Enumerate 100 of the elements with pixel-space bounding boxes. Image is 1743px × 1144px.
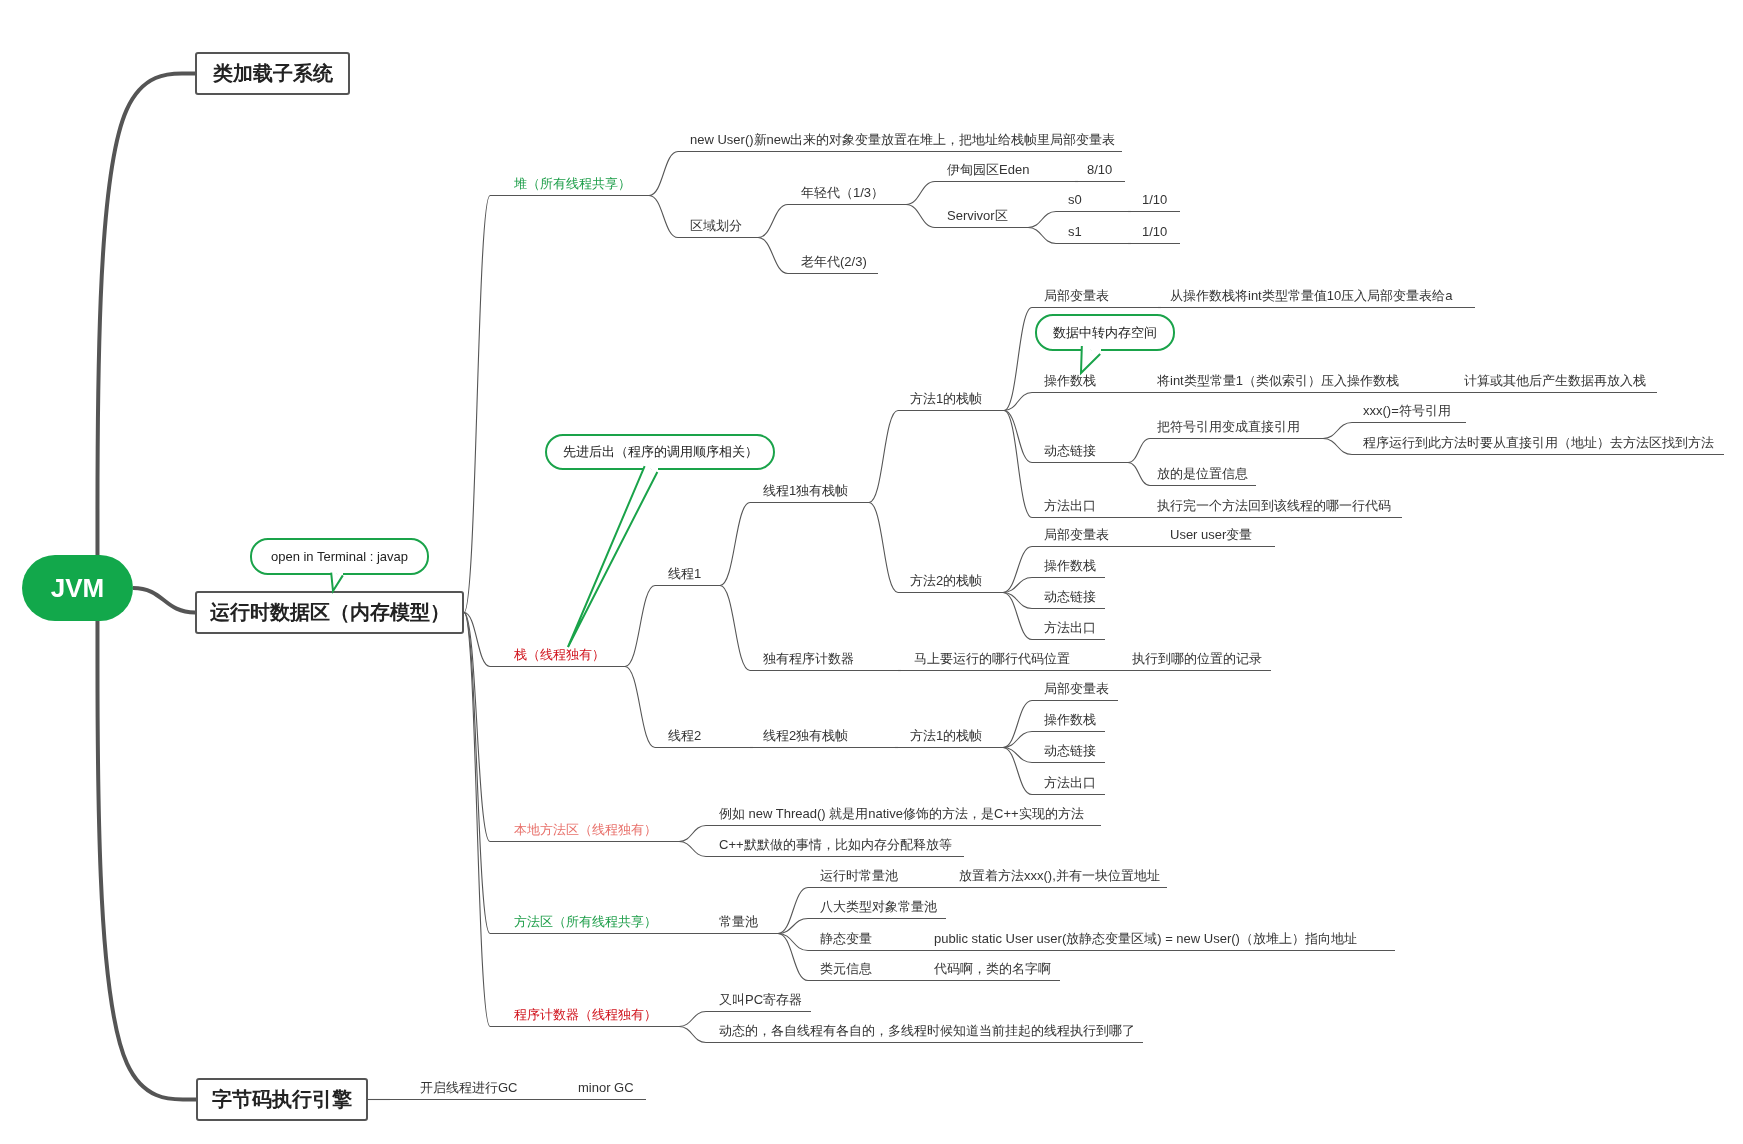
subtopic: 将int类型常量1（类似索引）压入操作数栈	[1148, 373, 1452, 393]
branch-line	[463, 611, 491, 843]
branch-line	[1027, 210, 1057, 229]
callout-bubble: open in Terminal : javap	[250, 538, 429, 575]
branch-line	[648, 150, 679, 197]
subtopic: public static User user(放静态变量区域) = new User()（放堆上）指向地址	[925, 931, 1395, 951]
subtopic: 独有程序计数器	[750, 651, 898, 671]
branch-line	[463, 611, 491, 668]
subtopic: 动态链接	[1032, 443, 1128, 463]
subtopic: 执行完一个方法回到该线程的哪一行代码	[1148, 498, 1402, 518]
subtopic: 方法出口	[1032, 775, 1105, 795]
callout-bubble: 先进后出（程序的调用顺序相关）	[545, 434, 775, 470]
branch-line	[868, 409, 899, 504]
subtopic: 1/10	[1131, 224, 1180, 244]
branch-line	[1002, 730, 1033, 749]
branch-line	[132, 586, 196, 615]
subtopic: 方法出口	[1032, 498, 1146, 518]
branch-line	[624, 584, 656, 668]
branch-line	[777, 932, 809, 982]
subtopic: 局部变量表	[1032, 527, 1158, 547]
branch-line	[678, 840, 707, 858]
branch-line	[1003, 409, 1033, 519]
branch-line	[1003, 306, 1033, 412]
branch-line	[719, 584, 751, 672]
subtopic: 1/10	[1131, 192, 1180, 212]
subtopic: 动态链接	[1032, 743, 1105, 763]
main-topic: 类加载子系统	[195, 52, 350, 95]
subtopic: 方法1的栈帧	[898, 728, 1003, 748]
subtopic: 开启线程进行GC	[390, 1080, 566, 1100]
branch-line	[1003, 409, 1033, 464]
subtopic: 放置着方法xxx(),并有一块位置地址	[949, 868, 1167, 888]
branch-line	[1127, 242, 1132, 245]
branch-line	[868, 501, 899, 594]
branch-line	[95, 71, 195, 555]
branch-line	[719, 501, 751, 587]
subtopic: 伊甸园区Eden	[935, 162, 1075, 182]
branch-line	[678, 1025, 707, 1044]
branch-line	[905, 203, 936, 229]
callout-pointer	[567, 465, 659, 648]
subtopic: 程序运行到此方法时要从直接引用（地址）去方法区找到方法	[1352, 435, 1724, 455]
subtopic: 局部变量表	[1032, 288, 1158, 308]
subtopic: 区域划分	[678, 218, 758, 238]
subtopic: 放的是位置信息	[1150, 466, 1256, 486]
branch-line	[757, 203, 789, 239]
subtopic: 年轻代（1/3）	[788, 185, 906, 205]
callout-bubble: 数据中转内存空间	[1035, 314, 1175, 351]
branch-line	[367, 1098, 391, 1101]
subtopic: 方法区（所有线程共享）	[490, 914, 705, 934]
subtopic: 方法1的栈帧	[898, 391, 1004, 411]
branch-line	[704, 932, 708, 935]
branch-line	[624, 665, 656, 749]
branch-line	[1157, 306, 1162, 309]
subtopic: 操作数栈	[1032, 558, 1105, 578]
subtopic: 例如 new Thread() 就是用native修饰的方法，是C++实现的方法	[706, 806, 1101, 826]
subtopic: 运行时常量池	[808, 868, 947, 888]
branch-line	[1145, 516, 1149, 519]
main-topic: 字节码执行引擎	[196, 1078, 368, 1121]
branch-line	[1127, 210, 1132, 213]
subtopic: xxx()=符号引用	[1352, 403, 1466, 423]
branch-line	[565, 1098, 569, 1101]
subtopic: 动态的，各自线程有各自的，多线程时候知道当前挂起的线程执行到哪了	[706, 1023, 1143, 1043]
main-topic: 运行时数据区（内存模型）	[195, 591, 464, 634]
branch-line	[1002, 545, 1033, 594]
branch-line	[923, 979, 926, 982]
subtopic: 线程1	[655, 566, 720, 586]
subtopic: 八大类型对象常量池	[808, 899, 946, 919]
subtopic: 程序计数器（线程独有）	[490, 1007, 679, 1027]
subtopic: 线程2独有栈帧	[753, 728, 895, 748]
subtopic: 动态链接	[1032, 589, 1105, 609]
branch-line	[1127, 437, 1151, 464]
branch-line	[777, 886, 809, 935]
branch-line	[1074, 180, 1079, 183]
branch-line	[678, 824, 707, 843]
subtopic: 8/10	[1078, 162, 1125, 182]
subtopic: 计算或其他后产生数据再放入栈	[1454, 373, 1657, 393]
subtopic: C++默默做的事情，比如内存分配释放等	[706, 837, 964, 857]
subtopic: 本地方法区（线程独有）	[490, 822, 679, 842]
subtopic: s1	[1056, 224, 1128, 244]
branch-line	[1322, 437, 1353, 456]
subtopic: 又叫PC寄存器	[706, 992, 811, 1012]
subtopic: 马上要运行的哪行代码位置	[901, 651, 1120, 671]
branch-line	[678, 1010, 707, 1028]
subtopic: 操作数栈	[1032, 712, 1105, 732]
subtopic: 操作数栈	[1032, 373, 1146, 393]
branch-line	[757, 236, 789, 275]
branch-line	[1451, 391, 1455, 394]
branch-line	[1119, 669, 1123, 672]
branch-line	[648, 194, 679, 239]
branch-line	[1002, 591, 1033, 641]
branch-line	[1145, 391, 1149, 394]
branch-line	[463, 611, 491, 935]
subtopic: 静态变量	[808, 931, 924, 951]
subtopic: Servivor区	[935, 208, 1028, 228]
root-topic: JVM	[22, 555, 133, 621]
subtopic: 局部变量表	[1032, 681, 1118, 701]
subtopic: 从操作数栈将int类型常量值10压入局部变量表给a	[1161, 288, 1475, 308]
subtopic: s0	[1056, 192, 1128, 212]
branch-line	[894, 746, 899, 749]
subtopic: 栈（线程独有）	[490, 647, 625, 667]
subtopic: 方法出口	[1032, 620, 1105, 640]
